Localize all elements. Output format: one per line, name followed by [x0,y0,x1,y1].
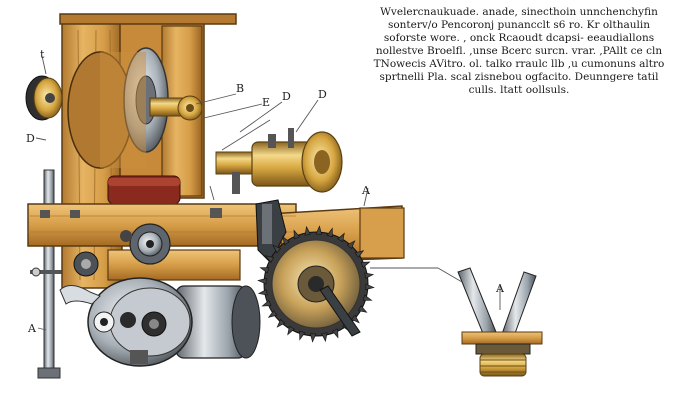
caption-line: Wvelercnaukuade. anade, sinecthoin unnch… [380,6,658,18]
saw-tooth [287,325,295,336]
saw-tooth [267,310,278,318]
saw-tooth [321,332,328,343]
label-callout-6: A [495,282,505,295]
description-caption: Wvelercnaukuade. anade, sinecthoin unnch… [356,6,682,97]
saw-tooth [259,267,270,274]
lower-left-wheel [59,251,101,305]
saw-tooth [315,225,322,235]
caption-line: sprtnelli Pla. scal zisnebou ogfacito. D… [379,71,659,83]
saw-tooth [365,283,375,290]
frame-bearing [149,95,203,121]
saw-tooth [257,278,267,285]
saw-tooth [257,289,268,296]
saw-tooth [264,255,275,263]
saw-tooth [272,244,282,254]
saw-tooth [354,250,365,258]
left-pulley [25,75,63,121]
label-callout-5: A [361,184,371,197]
saw-tooth [293,229,300,240]
caption-line: TNowecis AVitro. ol. talko rraulc llb ,u… [373,58,665,70]
saw-tooth [360,261,371,268]
spindle-housing [215,128,343,194]
saw-tooth [364,272,375,279]
flywheel-motor [87,277,261,367]
label-callout-4: D [318,88,327,101]
wooden-bed [27,203,405,281]
belt-roller [107,175,181,205]
caption-line: soforste wore. , onck Rcaoudt dcapsi- ee… [383,32,655,44]
v-block-part [457,267,543,377]
saw-tooth [276,318,286,328]
saw-tooth [282,235,290,246]
callout-labels: t D A B E D D A A [26,48,505,335]
saw-tooth [346,240,356,250]
label-bottom-left: A [27,322,37,335]
clamp-bracket [255,199,287,263]
caption-line: nollestve Broelfl. ,unse Bcerc surcn. vr… [375,45,663,57]
caption-line: sonterv/o Pencoronj punancclt s6 ro. Kr … [387,19,651,31]
saw-tooth [310,333,317,343]
callout-lines [35,55,501,331]
label-mid-left: D [26,132,35,145]
saw-blade [257,225,375,343]
saw-tooth [326,227,333,238]
saw-tooth [299,330,306,341]
label-top-left: t [40,48,45,61]
label-callout-1: B [236,82,244,95]
saw-tooth [362,294,373,301]
caption-line: culls. ltatt oollsuls. [468,84,570,96]
saw-tooth [261,300,272,307]
saw-tooth [337,232,345,243]
drum-pulley [67,47,169,169]
bed-gear [120,223,171,265]
saw-tooth [357,305,368,313]
saw-tooth [304,225,311,236]
saw-tooth [332,328,339,339]
label-callout-2: E [262,96,270,109]
label-callout-3: D [282,90,291,103]
saw-tooth [350,314,360,324]
